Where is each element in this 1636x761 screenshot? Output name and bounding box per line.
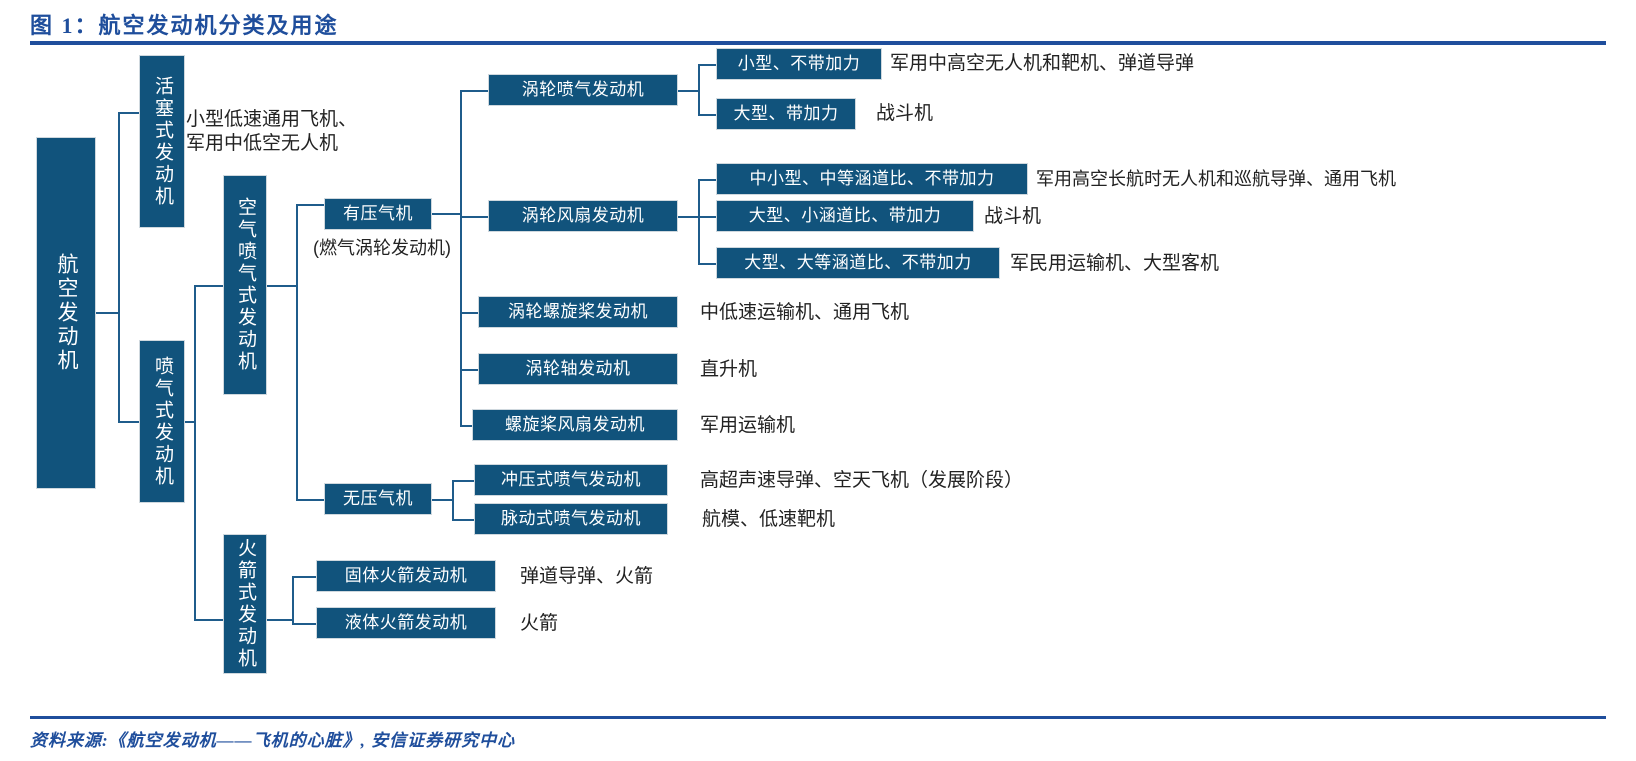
usage-pulsejet: 航模、低速靶机 [702,509,836,530]
node-pulsejet[interactable]: 脉动式喷气发动机 [474,503,668,535]
usage-propfan: 军用运输机 [700,415,796,436]
node-turbofan-high-bypass[interactable]: 大型、大等涵道比、不带加力 [716,247,1000,279]
connector [460,91,462,427]
connector [432,213,462,215]
connector [266,285,298,287]
connector [698,263,716,265]
node-solid-rocket[interactable]: 固体火箭发动机 [316,560,496,592]
connector [678,216,700,218]
node-turboshaft[interactable]: 涡轮轴发动机 [478,353,678,385]
usage-turboshaft: 直升机 [700,359,758,380]
connector [698,64,716,66]
node-no-compressor[interactable]: 无压气机 [324,483,432,515]
node-turbofan-medium-bypass[interactable]: 中小型、中等涵道比、不带加力 [716,163,1028,195]
connector [460,216,500,218]
usage-turbofan-medium: 军用高空长航时无人机和巡航导弹、通用飞机 [1036,169,1396,189]
connector [96,312,120,314]
connector [698,179,716,181]
connector [678,90,700,92]
connector [292,577,294,624]
source-note: 资料来源:《航空发动机——飞机的心脏》, 安信证券研究中心 [30,731,516,750]
connector [118,112,140,114]
connector [452,519,474,521]
usage-turbojet-small: 军用中高空无人机和靶机、弹道导弹 [890,53,1195,74]
connector [460,90,500,92]
node-turboprop[interactable]: 涡轮螺旋桨发动机 [478,296,678,328]
title-divider [30,41,1606,45]
connector [452,481,454,520]
sublabel-gas-turbine: (燃气涡轮发动机) [313,238,451,258]
node-ramjet[interactable]: 冲压式喷气发动机 [474,464,668,496]
connector [118,421,140,423]
connector [698,180,700,264]
connector [292,576,316,578]
connector [194,619,224,621]
connector [296,499,324,501]
connector [118,113,120,423]
node-turbojet-large-afterburner[interactable]: 大型、带加力 [716,98,856,130]
node-rocket-engine[interactable]: 火箭式发动机 [223,534,267,674]
usage-piston-engine: 小型低速通用飞机、 军用中低空无人机 [186,109,358,154]
usage-liquid-rocket: 火箭 [520,613,559,634]
node-jet-engine[interactable]: 喷气式发动机 [139,340,185,503]
page-title: 图 1：航空发动机分类及用途 [30,13,339,38]
connector [698,216,716,218]
connector [266,619,294,621]
node-turbofan[interactable]: 涡轮风扇发动机 [488,200,678,232]
node-root-aero-engine[interactable]: 航空发动机 [36,137,96,489]
node-turbojet[interactable]: 涡轮喷气发动机 [488,74,678,106]
connector [194,286,196,621]
usage-solid-rocket: 弹道导弹、火箭 [520,566,654,587]
connector [194,285,224,287]
connector [452,480,474,482]
usage-turbojet-large: 战斗机 [876,103,934,124]
usage-turbofan-low: 战斗机 [984,206,1042,227]
node-turbofan-low-bypass[interactable]: 大型、小涵道比、带加力 [716,200,974,232]
usage-turboprop: 中低速运输机、通用飞机 [700,302,910,323]
node-with-compressor[interactable]: 有压气机 [324,198,432,230]
footer-divider [30,716,1606,719]
connector [432,499,454,501]
usage-ramjet: 高超声速导弹、空天飞机（发展阶段） [700,470,1024,491]
node-liquid-rocket[interactable]: 液体火箭发动机 [316,607,496,639]
connector [296,205,298,500]
connector [296,204,324,206]
usage-turbofan-high: 军民用运输机、大型客机 [1010,253,1220,274]
node-piston-engine[interactable]: 活塞式发动机 [139,55,185,228]
connector [292,623,316,625]
node-air-breathing-jet[interactable]: 空气喷气式发动机 [223,175,267,395]
node-propfan[interactable]: 螺旋桨风扇发动机 [472,409,678,441]
node-turbojet-small-no-afterburner[interactable]: 小型、不带加力 [716,48,882,80]
connector [698,65,700,115]
connector [698,114,716,116]
